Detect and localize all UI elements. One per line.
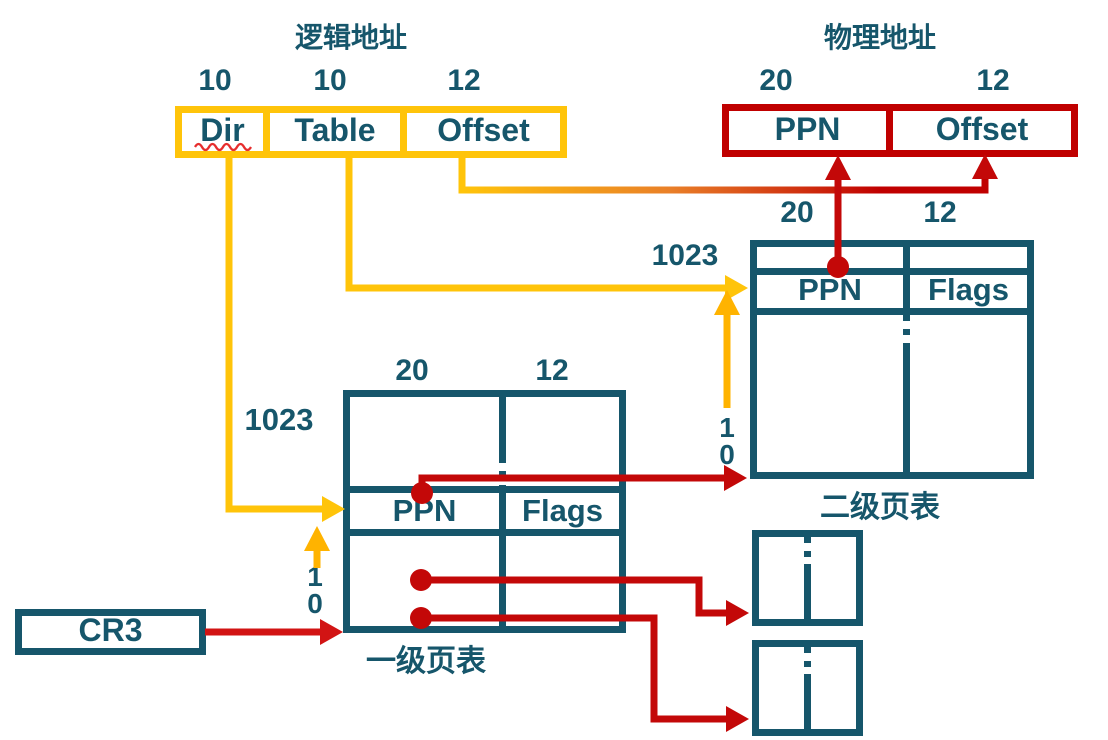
directory-col-divider-ellipsis	[499, 457, 506, 489]
logical-table-bits: 10	[313, 64, 347, 97]
physical-ppn-bits: 20	[759, 64, 793, 97]
page-box-2-divider-ellipsis	[804, 647, 811, 674]
directory-offset-bits-label: 10	[307, 561, 323, 619]
pagetable-ppn-col-bits: 20	[780, 196, 814, 229]
logical-offset-bits: 12	[447, 64, 481, 97]
page-box-1-divider	[804, 564, 811, 619]
logical-field-table: Table	[294, 112, 376, 148]
physical-address-title: 物理地址	[823, 22, 936, 53]
pagetable-col-divider-ellipsis	[903, 315, 910, 345]
pagetable-col-divider-upper	[903, 247, 910, 315]
physical-field-offset: Offset	[935, 111, 1029, 147]
pagetable-caption: 二级页表	[820, 491, 940, 524]
logical-address-title: 逻辑地址	[294, 22, 407, 53]
logical-field-offset: Offset	[437, 112, 530, 148]
arrow-dir-to-directory-icon	[225, 153, 345, 522]
logical-dir-bits: 10	[198, 64, 232, 97]
cr3-label: CR3	[78, 612, 143, 648]
physical-box-divider	[886, 104, 893, 157]
pagetable-entry-ppn: PPN	[798, 272, 862, 307]
arrow-cr3-to-directory-icon	[205, 619, 343, 645]
arrow-up-pagetable-offset-icon	[714, 290, 740, 408]
pagetable-entry-flags: Flags	[928, 272, 1009, 307]
arrow-table-to-pagetable-icon	[345, 153, 748, 301]
physical-offset-bits: 12	[976, 64, 1010, 97]
logical-field-dir: Dir	[200, 112, 245, 148]
directory-col-divider-lower	[499, 489, 506, 626]
directory-row-top-line	[350, 486, 619, 493]
page-box-2-divider	[804, 674, 811, 729]
directory-flags-col-bits: 12	[535, 354, 569, 387]
directory-col-divider-upper	[499, 396, 506, 457]
directory-row-bottom-line	[350, 529, 619, 536]
directory-ppn-col-bits: 20	[395, 354, 429, 387]
logical-box-divider-2	[400, 106, 407, 158]
pagetable-index-label: 1023	[651, 239, 719, 272]
pagetable-row-bottom-line	[757, 308, 1027, 315]
page-box-1-divider-ellipsis	[804, 537, 811, 564]
page-table-box	[750, 240, 1034, 479]
physical-page-box-2	[752, 640, 863, 736]
directory-caption: 一级页表	[366, 645, 486, 678]
pagetable-col-divider-lower	[903, 345, 910, 472]
directory-index-label: 1023	[244, 402, 314, 437]
physical-page-box-1	[752, 530, 863, 626]
pagetable-row-top-line	[757, 268, 1027, 275]
logical-box-divider-1	[263, 106, 270, 158]
pagetable-flags-col-bits: 12	[923, 196, 957, 229]
cr3-box	[15, 609, 206, 655]
pagetable-offset-bits-label: 10	[719, 412, 735, 470]
physical-field-ppn: PPN	[774, 111, 841, 147]
directory-entry-flags: Flags	[522, 493, 603, 528]
directory-entry-ppn: PPN	[392, 493, 457, 528]
